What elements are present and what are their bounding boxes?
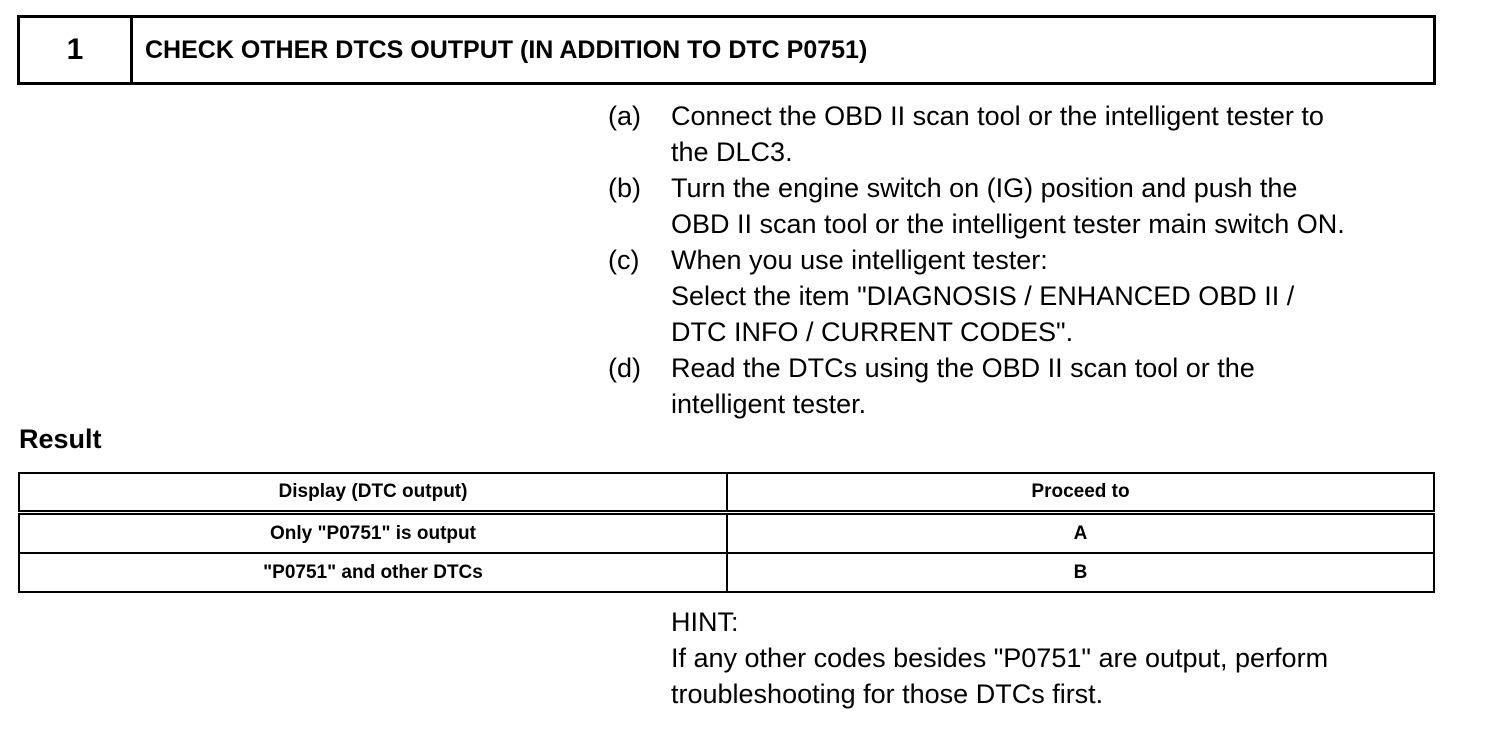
instruction-line: intelligent tester. [671, 389, 867, 419]
column-header-proceed: Proceed to [726, 472, 1435, 515]
cell-proceed: A [726, 511, 1435, 554]
instruction-line: Connect the OBD II scan tool or the inte… [671, 101, 1324, 131]
instruction-item: (b) Turn the engine switch on (IG) posit… [608, 170, 1468, 242]
instruction-line: OBD II scan tool or the intelligent test… [671, 209, 1345, 239]
table-row: Only "P0751" is output A [18, 511, 1435, 554]
instruction-letter: (d) [608, 353, 641, 383]
instruction-line: the DLC3. [671, 137, 793, 167]
cell-display: Only "P0751" is output [18, 511, 728, 554]
table-row: "P0751" and other DTCs B [18, 552, 1435, 593]
instruction-text: When you use intelligent tester: Select … [671, 242, 1468, 350]
instruction-letter: (b) [608, 173, 641, 203]
result-table: Display (DTC output) Proceed to Only "P0… [18, 472, 1435, 593]
instruction-text: Turn the engine switch on (IG) position … [671, 170, 1468, 242]
instruction-line: Read the DTCs using the OBD II scan tool… [671, 353, 1255, 383]
instruction-text: Read the DTCs using the OBD II scan tool… [671, 350, 1468, 422]
instruction-item: (d) Read the DTCs using the OBD II scan … [608, 350, 1468, 422]
table-header-row: Display (DTC output) Proceed to [18, 472, 1435, 515]
instruction-letter: (c) [608, 245, 640, 275]
hint-label: HINT: [671, 607, 739, 637]
instruction-letter: (a) [608, 101, 641, 131]
cell-proceed: B [726, 552, 1435, 593]
hint-block: HINT: If any other codes besides "P0751"… [671, 604, 1328, 712]
instruction-line: Select the item "DIAGNOSIS / ENHANCED OB… [671, 281, 1295, 311]
instruction-text: Connect the OBD II scan tool or the inte… [671, 98, 1468, 170]
instruction-line: Turn the engine switch on (IG) position … [671, 173, 1298, 203]
hint-line: If any other codes besides "P0751" are o… [671, 643, 1329, 673]
instruction-list: (a) Connect the OBD II scan tool or the … [608, 98, 1468, 422]
step-header: 1 CHECK OTHER DTCS OUTPUT (IN ADDITION T… [17, 15, 1436, 85]
instruction-item: (a) Connect the OBD II scan tool or the … [608, 98, 1468, 170]
column-header-display: Display (DTC output) [18, 472, 728, 515]
instruction-line: When you use intelligent tester: [671, 245, 1048, 275]
cell-display: "P0751" and other DTCs [18, 552, 728, 593]
step-title: CHECK OTHER DTCS OUTPUT (IN ADDITION TO … [145, 35, 868, 64]
instruction-item: (c) When you use intelligent tester: Sel… [608, 242, 1468, 350]
hint-line: troubleshooting for those DTCs first. [671, 679, 1104, 709]
step-number: 1 [20, 18, 133, 82]
result-heading: Result [19, 424, 102, 454]
instruction-line: DTC INFO / CURRENT CODES". [671, 317, 1074, 347]
